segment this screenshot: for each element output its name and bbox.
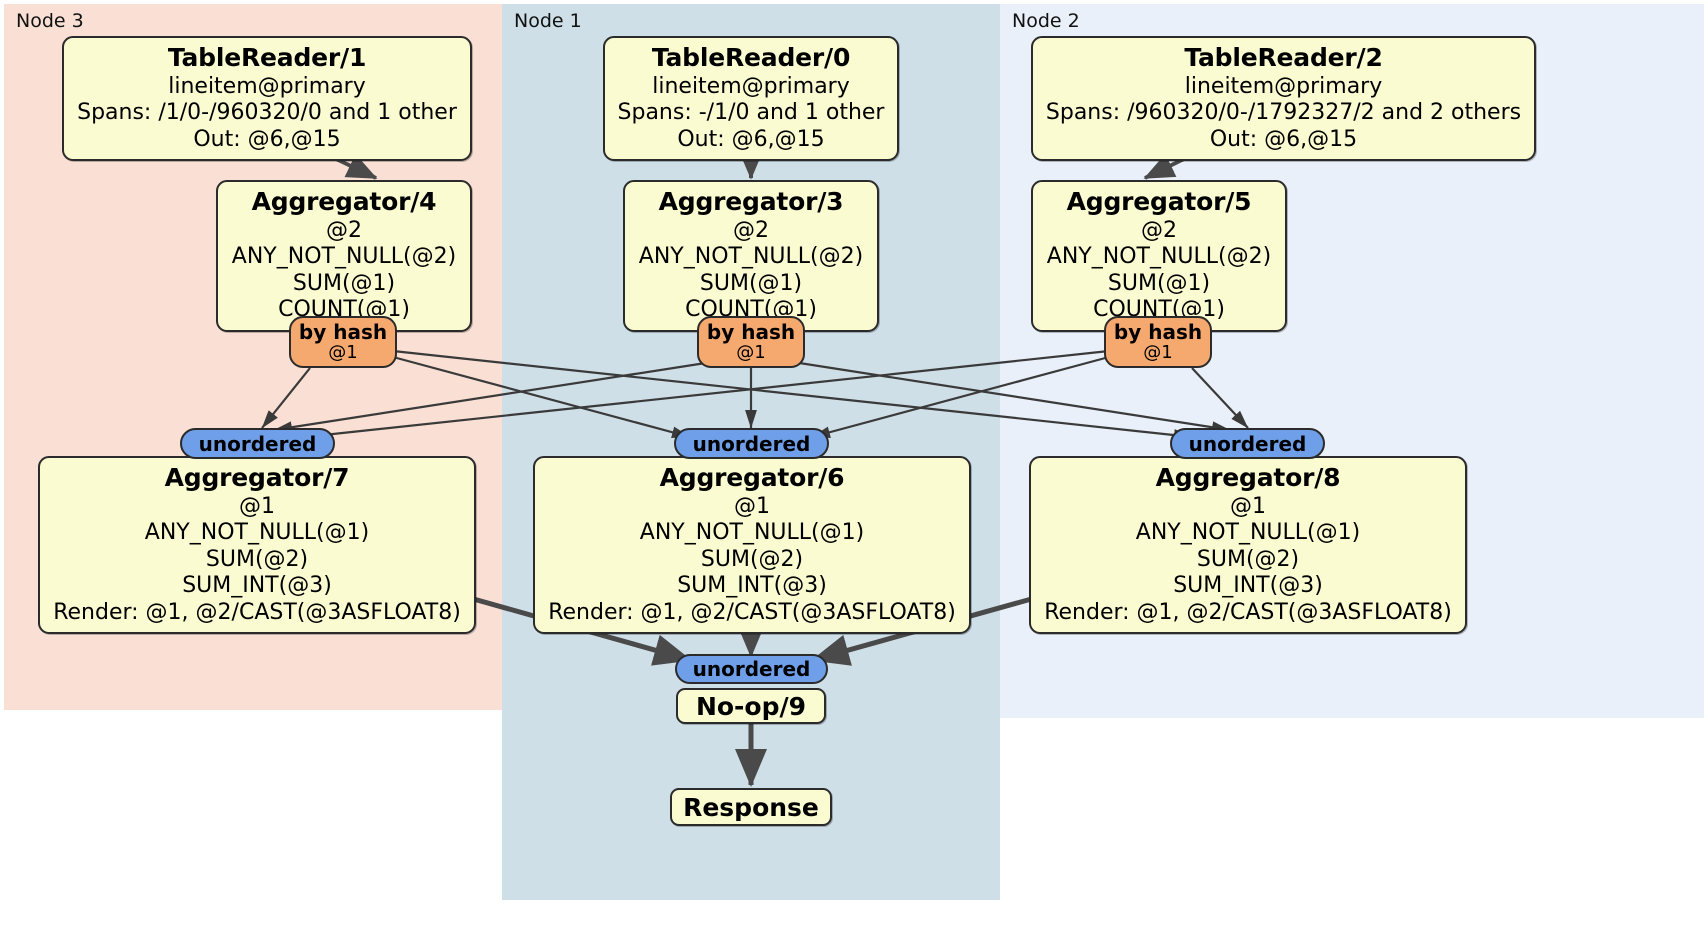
processor-line: SUM(@1) [1107, 270, 1211, 296]
processor-title: Aggregator/4 [251, 187, 437, 216]
processor-aggregator-8[interactable]: Aggregator/8 @1 ANY_NOT_NULL(@1) SUM(@2)… [1029, 456, 1467, 634]
processor-line: SUM(@2) [205, 546, 309, 572]
processor-line: @2 [733, 218, 769, 243]
processor-line: Spans: -/1/0 and 1 other [617, 100, 885, 126]
processor-aggregator-7[interactable]: Aggregator/7 @1 ANY_NOT_NULL(@1) SUM(@2)… [38, 456, 476, 634]
processor-render-line: Render: @1, @2/CAST(@3ASFLOAT8) [53, 599, 461, 625]
processor-line: SUM(@1) [699, 270, 803, 296]
processor-table-reader-0[interactable]: TableReader/0 lineitem@primary Spans: -/… [603, 36, 899, 162]
node-region-label: Node 2 [1012, 10, 1080, 32]
synchronizer-unordered-final[interactable]: unordered [675, 654, 828, 684]
processor-line: Out: @6,@15 [193, 126, 341, 152]
processor-title: TableReader/2 [1184, 43, 1383, 72]
router-hash-left[interactable]: by hash @1 [289, 316, 397, 368]
processor-line: ANY_NOT_NULL(@2) [638, 244, 864, 270]
processor-aggregator-5[interactable]: Aggregator/5 @2 ANY_NOT_NULL(@2) SUM(@1)… [1031, 180, 1287, 332]
router-column: @1 [736, 342, 766, 364]
processor-title: Aggregator/5 [1066, 187, 1252, 216]
processor-aggregator-3[interactable]: Aggregator/3 @2 ANY_NOT_NULL(@2) SUM(@1)… [623, 180, 879, 332]
processor-title: TableReader/0 [651, 43, 851, 72]
processor-line: ANY_NOT_NULL(@2) [1046, 244, 1272, 270]
processor-line: @1 [239, 494, 275, 519]
processor-line: SUM(@2) [1196, 546, 1300, 572]
synchronizer-label: unordered [198, 431, 317, 456]
processor-line: SUM_INT(@3) [1173, 573, 1323, 599]
synchronizer-unordered-right[interactable]: unordered [1170, 428, 1325, 459]
processor-render-line: Render: @1, @2/CAST(@3ASFLOAT8) [548, 599, 956, 625]
router-label: by hash [706, 320, 796, 344]
node-region-label: Node 3 [16, 10, 84, 32]
synchronizer-label: unordered [692, 431, 811, 456]
processor-title: TableReader/1 [167, 43, 367, 72]
processor-response[interactable]: Response [670, 788, 832, 826]
processor-line: @2 [326, 218, 362, 243]
processor-line: Spans: /1/0-/960320/0 and 1 other [77, 100, 457, 126]
processor-line: SUM(@1) [292, 270, 396, 296]
router-column: @1 [1143, 342, 1173, 364]
processor-line: ANY_NOT_NULL(@2) [231, 244, 457, 270]
processor-noop-9[interactable]: No-op/9 [676, 688, 826, 724]
processor-line: Out: @6,@15 [1209, 126, 1358, 152]
synchronizer-unordered-left[interactable]: unordered [180, 428, 335, 459]
processor-line: Spans: /960320/0-/1792327/2 and 2 others [1045, 100, 1522, 126]
processor-title: Aggregator/3 [658, 187, 844, 216]
processor-line: SUM(@2) [700, 546, 804, 572]
router-column: @1 [328, 342, 358, 364]
processor-line: lineitem@primary [1184, 74, 1383, 99]
processor-line: @1 [1230, 494, 1266, 519]
processor-line: lineitem@primary [652, 74, 850, 99]
processor-line: SUM_INT(@3) [182, 573, 332, 599]
processor-line: lineitem@primary [168, 74, 366, 99]
processor-line: ANY_NOT_NULL(@1) [639, 520, 865, 546]
processor-title: No-op/9 [695, 691, 807, 721]
processor-table-reader-2[interactable]: TableReader/2 lineitem@primary Spans: /9… [1031, 36, 1536, 162]
router-hash-center[interactable]: by hash @1 [697, 316, 805, 368]
processor-line: @2 [1141, 218, 1177, 243]
processor-line: @1 [734, 494, 770, 519]
processor-aggregator-6[interactable]: Aggregator/6 @1 ANY_NOT_NULL(@1) SUM(@2)… [533, 456, 971, 634]
router-hash-right[interactable]: by hash @1 [1104, 316, 1212, 368]
synchronizer-unordered-center[interactable]: unordered [674, 428, 829, 459]
processor-table-reader-1[interactable]: TableReader/1 lineitem@primary Spans: /1… [62, 36, 472, 162]
processor-line: SUM_INT(@3) [677, 573, 827, 599]
synchronizer-label: unordered [1188, 431, 1307, 456]
processor-render-line: Render: @1, @2/CAST(@3ASFLOAT8) [1044, 599, 1452, 625]
processor-title: Aggregator/7 [164, 463, 350, 492]
node-region-label: Node 1 [514, 10, 582, 32]
processor-aggregator-4[interactable]: Aggregator/4 @2 ANY_NOT_NULL(@2) SUM(@1)… [216, 180, 472, 332]
router-label: by hash [298, 320, 388, 344]
processor-title: Aggregator/8 [1155, 463, 1341, 492]
processor-line: Out: @6,@15 [677, 126, 825, 152]
router-label: by hash [1113, 320, 1203, 344]
processor-title: Response [683, 792, 819, 822]
processor-title: Aggregator/6 [659, 463, 845, 492]
processor-line: ANY_NOT_NULL(@1) [144, 520, 370, 546]
synchronizer-label: unordered [692, 657, 811, 681]
processor-line: ANY_NOT_NULL(@1) [1135, 520, 1361, 546]
